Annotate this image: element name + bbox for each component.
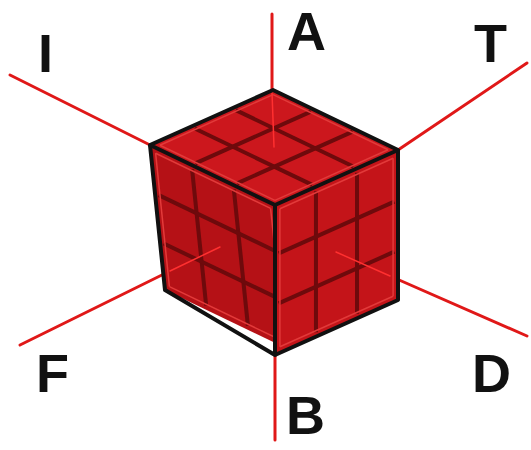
axis-label: B	[286, 388, 325, 442]
axis-label: F	[36, 346, 69, 400]
axis-label: A	[287, 4, 326, 58]
cube-edges	[150, 90, 398, 355]
axis-label: D	[472, 346, 511, 400]
axis-lines	[10, 14, 527, 440]
axis-label: T	[474, 16, 507, 70]
cube-faces	[150, 90, 398, 355]
axis-label: I	[38, 26, 53, 80]
